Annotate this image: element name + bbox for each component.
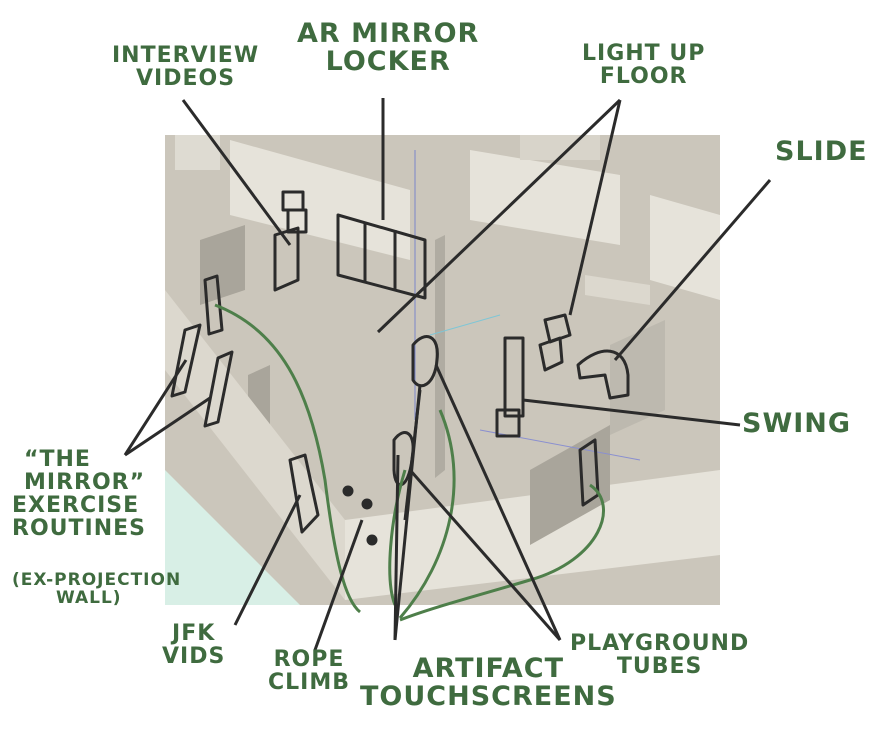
label-light-up-floor: LIGHT UP FLOOR — [582, 42, 705, 88]
leader-mirror-2 — [124, 396, 211, 457]
label-the-mirror: “THE MIRROR” EXERCISE ROUTINES — [12, 448, 146, 540]
label-line: MIRROR” — [24, 470, 146, 496]
label-line: VIDS — [162, 644, 226, 670]
label-line: ARTIFACT — [412, 653, 565, 684]
label-line: CLIMB — [268, 670, 351, 696]
rope-dot-3 — [366, 534, 378, 546]
label-jfk-vids: JFK VIDS — [162, 622, 225, 668]
leader-rope — [313, 519, 364, 651]
light-floor-shape — [538, 313, 572, 372]
label-line: INTERVIEW — [112, 43, 260, 68]
slide-shape — [576, 349, 630, 400]
leader-touch-1 — [393, 384, 422, 641]
leader-floor-2 — [568, 99, 622, 316]
leader-touch-2 — [393, 454, 400, 641]
locker-shape — [336, 213, 427, 300]
label-line: PLAYGROUND — [570, 631, 750, 656]
leader-lines — [123, 98, 772, 651]
touchscreen-top-shape — [411, 335, 439, 388]
label-line: AR MIRROR — [297, 18, 480, 49]
label-artifact-touchscreens: ARTIFACT TOUCHSCREENS — [360, 653, 617, 713]
label-line: ROUTINES — [12, 516, 146, 542]
swing-shape — [503, 336, 525, 418]
label-ar-mirror-locker: AR MIRROR LOCKER — [297, 18, 480, 78]
label-line: EXERCISE — [12, 493, 140, 519]
leader-tubes-1 — [434, 364, 562, 641]
mirror-panel-right-shape — [203, 350, 234, 428]
jfk-panel-shape — [288, 453, 320, 534]
label-line: FLOOR — [599, 64, 688, 90]
green-path-left — [214, 303, 362, 614]
label-line: LOCKER — [325, 46, 451, 78]
label-line: (EX-PROJECTION — [12, 570, 182, 590]
leader-floor-1 — [376, 98, 622, 334]
leader-swing — [522, 398, 741, 427]
label-ex-projection: (EX-PROJECTION WALL) — [12, 570, 182, 608]
interview-screen-shape — [273, 226, 300, 292]
leader-mirror-1 — [123, 359, 188, 456]
green-path-mid — [388, 469, 407, 606]
leader-tubes-2 — [408, 469, 562, 641]
label-interview-videos: INTERVIEW VIDEOS — [112, 44, 259, 90]
rope-dot-2 — [361, 498, 373, 510]
rope-dot-1 — [342, 485, 354, 497]
label-line: VIDEOS — [136, 66, 236, 92]
mirror-panel-top-shape — [203, 274, 224, 336]
label-line: LIGHT UP — [582, 41, 706, 66]
label-line: WALL) — [56, 587, 122, 608]
label-line: “THE — [24, 447, 91, 472]
label-line: JFK — [172, 621, 216, 646]
label-slide: SLIDE — [775, 136, 868, 167]
green-path-center — [398, 409, 456, 619]
sketch-objects — [170, 190, 630, 546]
label-swing: SWING — [742, 408, 852, 439]
leader-slide — [613, 179, 772, 361]
label-rope-climb: ROPE CLIMB — [268, 648, 350, 694]
label-line: TOUCHSCREENS — [360, 681, 617, 713]
leader-jfk — [233, 494, 302, 626]
leader-interview — [181, 99, 292, 246]
green-path-right — [399, 483, 605, 622]
label-line: TUBES — [616, 654, 703, 680]
label-playground-tubes: PLAYGROUND TUBES — [570, 632, 749, 678]
rendered-floorplan — [165, 135, 720, 605]
label-line: ROPE — [273, 647, 345, 672]
